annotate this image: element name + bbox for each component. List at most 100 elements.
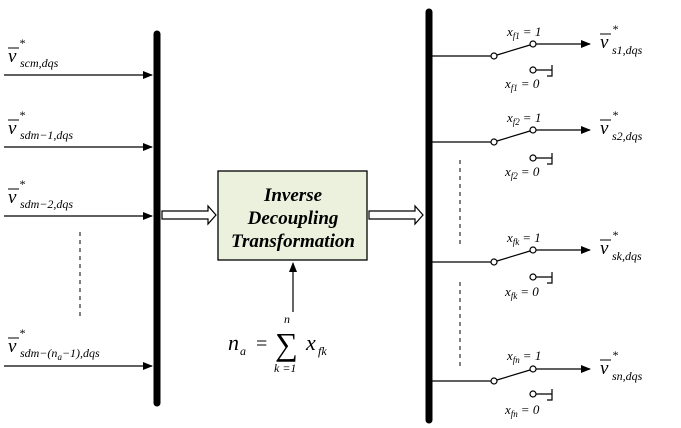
- branch-1-off-x: x: [504, 76, 511, 91]
- branch-k-on-contact: [529, 246, 537, 254]
- output-branch-1: xf1= 1 xf1= 0 v * s1,dqs: [432, 22, 643, 93]
- branch-k-pivot: [490, 258, 498, 266]
- branch-1-pivot: [490, 52, 498, 60]
- output-k-sub: sk,dqs: [612, 249, 642, 263]
- output-branch-n: xfn= 1 xfn= 0 v * sn,dqs: [432, 348, 643, 419]
- input-label-4: v * sdm−(na−1),dqs: [8, 326, 100, 362]
- formula-lhs-sub: a: [240, 344, 246, 358]
- formula-term-sub: fk: [318, 344, 327, 358]
- branch-2-on-x: x: [506, 110, 513, 125]
- branch-n-pivot: [490, 377, 498, 385]
- branch-1-ground-terminal: [536, 65, 553, 77]
- branch-2-on-sub: f2: [513, 117, 521, 127]
- input-3-sup: *: [19, 177, 25, 191]
- branch-1-off-contact: [529, 66, 537, 74]
- output-2-base: v: [600, 118, 609, 139]
- branch-2-off-x: x: [504, 164, 511, 179]
- hollow-arrow-into-block: [161, 204, 217, 226]
- formula-upper: n: [284, 312, 290, 326]
- branch-1-on-label: xf1= 1: [506, 24, 541, 41]
- input-4-sup: *: [19, 326, 25, 340]
- formula-lhs: n: [228, 330, 239, 355]
- input-1-sub: scm,dqs: [20, 56, 59, 70]
- branch-2-on-contact: [529, 126, 537, 134]
- branch-1-on-x: x: [506, 24, 513, 39]
- branch-2-switch-blade: [496, 130, 531, 142]
- input-4-sub: sdm−(na−1),dqs: [20, 346, 100, 362]
- output-n-base: v: [600, 358, 609, 379]
- branch-n-on-label: xfn= 1: [506, 348, 541, 365]
- formula-equals: =: [256, 333, 267, 355]
- branch-1-off-value: = 0: [521, 76, 540, 91]
- output-k-sup: *: [612, 228, 618, 242]
- branch-k-ground-terminal: [536, 272, 553, 284]
- branch-k-on-x: x: [506, 230, 513, 245]
- branch-1-off-sub: f1: [511, 83, 518, 93]
- formula-sigma: ∑: [275, 326, 298, 362]
- input-1-sup: *: [19, 36, 25, 50]
- block-title-line3: Transformation: [231, 231, 355, 252]
- branch-2-on-label: xf2= 1: [506, 110, 541, 127]
- branch-n-on-contact: [529, 365, 537, 373]
- output-2-sub: s2,dqs: [612, 129, 643, 143]
- branch-n-off-label: xfn= 0: [504, 402, 540, 419]
- formula-term: x: [305, 330, 316, 355]
- block-title-line1: Inverse: [263, 185, 323, 206]
- branch-2-ground-terminal: [536, 153, 553, 165]
- branch-k-on-label: xfk= 1: [506, 230, 541, 247]
- branch-n-switch-blade: [496, 369, 531, 381]
- branch-n-on-value: = 1: [523, 348, 542, 363]
- branch-1-on-sub: f1: [513, 31, 520, 41]
- inverse-decoupling-block: [217, 170, 368, 261]
- output-1-sub: s1,dqs: [612, 43, 643, 57]
- branch-2-pivot: [490, 138, 498, 146]
- branch-k-on-value: = 1: [522, 230, 541, 245]
- input-4-base: v: [8, 336, 17, 357]
- branch-2-off-sub: f2: [511, 171, 519, 181]
- branch-n-off-sub: fn: [511, 409, 519, 419]
- hollow-arrow-out-of-block: [368, 204, 424, 226]
- output-branch-2: xf2= 1 xf2= 0 v * s2,dqs: [432, 108, 643, 181]
- output-k-base: v: [600, 238, 609, 259]
- input-2-sub: sdm−1,dqs: [20, 128, 73, 142]
- input-label-3: v * sdm−2,dqs: [8, 177, 73, 211]
- branch-k-off-contact: [529, 273, 537, 281]
- branch-1-on-contact: [529, 40, 537, 48]
- output-1-base: v: [600, 32, 609, 53]
- input-4-sub-a: sdm−(n: [20, 346, 57, 360]
- output-1-sup: *: [612, 22, 618, 36]
- input-label-1: v * scm,dqs: [8, 36, 59, 70]
- block-title-line2: Decoupling: [247, 208, 339, 229]
- formula-lower: k =1: [274, 361, 296, 375]
- input-4-sub-c: −1),dqs: [62, 346, 100, 360]
- input-3-sub: sdm−2,dqs: [20, 197, 73, 211]
- branch-k-on-sub: fk: [513, 237, 521, 247]
- branch-n-on-sub: fn: [513, 355, 521, 365]
- branch-k-off-x: x: [504, 284, 511, 299]
- branch-2-off-value: = 0: [521, 164, 540, 179]
- na-formula: n a = ∑ n k =1 x fk: [228, 312, 327, 375]
- branch-k-off-sub: fk: [511, 291, 519, 301]
- input-1-base: v: [8, 46, 17, 67]
- branch-n-on-x: x: [506, 348, 513, 363]
- input-2-base: v: [8, 118, 17, 139]
- branch-k-off-label: xfk= 0: [504, 284, 539, 301]
- output-branch-k: xfk= 1 xfk= 0 v * sk,dqs: [432, 228, 642, 301]
- branch-n-ground-terminal: [536, 389, 553, 401]
- branch-1-off-label: xf1= 0: [504, 76, 540, 93]
- output-n-sup: *: [612, 348, 618, 362]
- branch-2-on-value: = 1: [523, 110, 542, 125]
- branch-1-on-value: = 1: [523, 24, 542, 39]
- branch-n-off-x: x: [504, 402, 511, 417]
- branch-2-off-label: xf2= 0: [504, 164, 540, 181]
- branch-n-off-contact: [529, 390, 537, 398]
- output-2-sup: *: [612, 108, 618, 122]
- input-3-base: v: [8, 187, 17, 208]
- input-2-sup: *: [19, 108, 25, 122]
- branch-k-switch-blade: [496, 250, 531, 262]
- input-4-sub-b: a: [57, 352, 62, 362]
- input-label-2: v * sdm−1,dqs: [8, 108, 73, 142]
- branch-k-off-value: = 0: [520, 284, 539, 299]
